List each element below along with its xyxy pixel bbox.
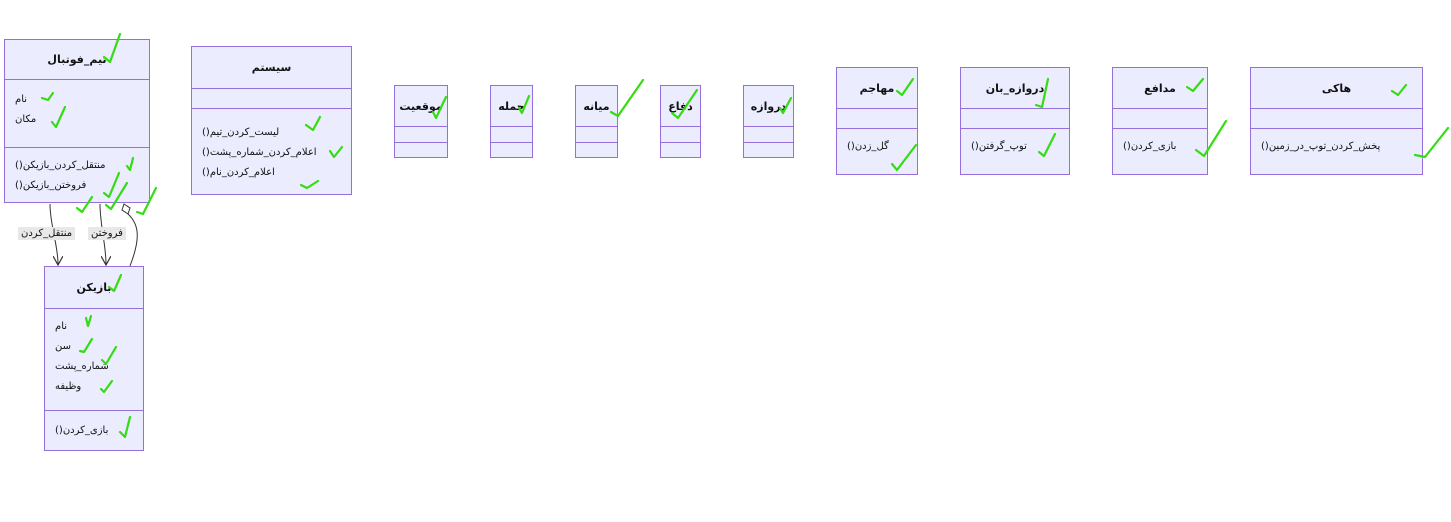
class-title: دروازه_بان [961, 68, 1069, 109]
method: ()پخش_کردن_توپ_در_زمین [1261, 141, 1381, 152]
class-title: هاکی [1251, 68, 1422, 109]
attributes [744, 127, 793, 143]
class-title: تیم_فوتبال [5, 40, 149, 80]
attributes [961, 109, 1069, 129]
attributes [1251, 109, 1422, 129]
class-defense[interactable]: دفاع [660, 85, 701, 158]
attribute: شماره_پشت [55, 361, 109, 372]
class-title: سیستم [192, 47, 351, 89]
method: ()منتقل_کردن_بازیکن [15, 160, 106, 171]
methods: ()بازی_کردن [45, 411, 143, 447]
method: ()اعلام_کردن_نام [202, 167, 275, 178]
method: ()اعلام_کردن_شماره_پشت [202, 147, 317, 158]
aggregation-diamond [121, 203, 131, 215]
attributes [576, 127, 617, 143]
class-title: میانه [576, 86, 617, 127]
class-team[interactable]: تیم_فوتبال نام مکان ()منتقل_کردن_بازیکن … [4, 39, 150, 203]
relation-label-transfer: منتقل_کردن [18, 227, 76, 240]
class-goalkeeper[interactable]: دروازه_بان ()توپ_گرفتن [960, 67, 1070, 175]
methods: ()گل_زدن [837, 129, 917, 163]
methods: ()پخش_کردن_توپ_در_زمین [1251, 129, 1422, 163]
attributes [192, 89, 351, 109]
method: ()لیست_کردن_تیم [202, 127, 280, 138]
class-title: مدافع [1113, 68, 1207, 109]
class-title: حمله [491, 86, 532, 127]
class-midfield[interactable]: میانه [575, 85, 618, 158]
attributes [395, 127, 447, 143]
class-system[interactable]: سیستم ()لیست_کردن_تیم ()اعلام_کردن_شماره… [191, 46, 352, 195]
method: ()فروختن_بازیکن [15, 180, 87, 191]
attribute: وظیفه [55, 381, 82, 392]
relation-label-sell: فروختن [88, 227, 126, 240]
relation-edge-aggregation [127, 213, 138, 267]
attributes: نام مکان [5, 80, 149, 148]
attributes [837, 109, 917, 129]
class-hockey[interactable]: هاکی ()پخش_کردن_توپ_در_زمین [1250, 67, 1423, 175]
class-title: دروازه [744, 86, 793, 127]
class-player[interactable]: بازیکن نام سن شماره_پشت وظیفه ()بازی_کرد… [44, 266, 144, 451]
attribute: نام [55, 321, 68, 332]
attributes [661, 127, 700, 143]
method: ()گل_زدن [847, 141, 889, 152]
attributes: نام سن شماره_پشت وظیفه [45, 309, 143, 411]
class-defender[interactable]: مدافع ()بازی_کردن [1112, 67, 1208, 175]
attributes [491, 127, 532, 143]
attributes [1113, 109, 1207, 129]
attribute: مکان [15, 114, 37, 125]
class-title: دفاع [661, 86, 700, 127]
methods: ()بازی_کردن [1113, 129, 1207, 163]
methods: ()توپ_گرفتن [961, 129, 1069, 163]
methods: ()منتقل_کردن_بازیکن ()فروختن_بازیکن [5, 148, 149, 202]
class-attack[interactable]: حمله [490, 85, 533, 158]
method: ()توپ_گرفتن [971, 141, 1027, 152]
attribute: نام [15, 94, 28, 105]
class-position[interactable]: موقعیت [394, 85, 448, 158]
attribute: سن [55, 341, 71, 352]
class-striker[interactable]: مهاجم ()گل_زدن [836, 67, 918, 175]
class-goal[interactable]: دروازه [743, 85, 794, 158]
class-title: موقعیت [395, 86, 447, 127]
method: ()بازی_کردن [55, 425, 109, 436]
class-title: مهاجم [837, 68, 917, 109]
method: ()بازی_کردن [1123, 141, 1177, 152]
methods: ()لیست_کردن_تیم ()اعلام_کردن_شماره_پشت (… [192, 109, 351, 189]
class-title: بازیکن [45, 267, 143, 309]
